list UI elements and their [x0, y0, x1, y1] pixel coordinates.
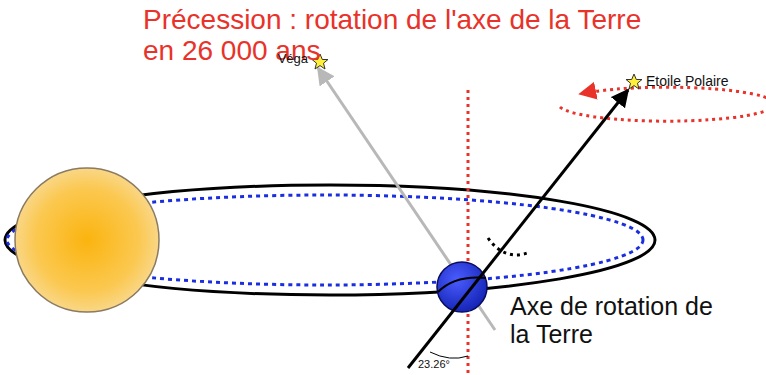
sun — [15, 168, 159, 312]
star-polaris — [626, 74, 642, 89]
angle-label: 23.26° — [418, 358, 450, 370]
axis-label: Axe de rotation de la Terre — [510, 292, 715, 348]
earth — [437, 262, 487, 312]
angle-arc — [430, 352, 468, 358]
star-label: Véga — [278, 52, 308, 67]
ecliptic-normal — [467, 90, 470, 375]
diagram-title: Précession : rotation de l'axe de la Ter… — [143, 4, 648, 67]
star-label: Etoile Polaire — [646, 74, 729, 90]
precession-circle — [560, 87, 766, 121]
